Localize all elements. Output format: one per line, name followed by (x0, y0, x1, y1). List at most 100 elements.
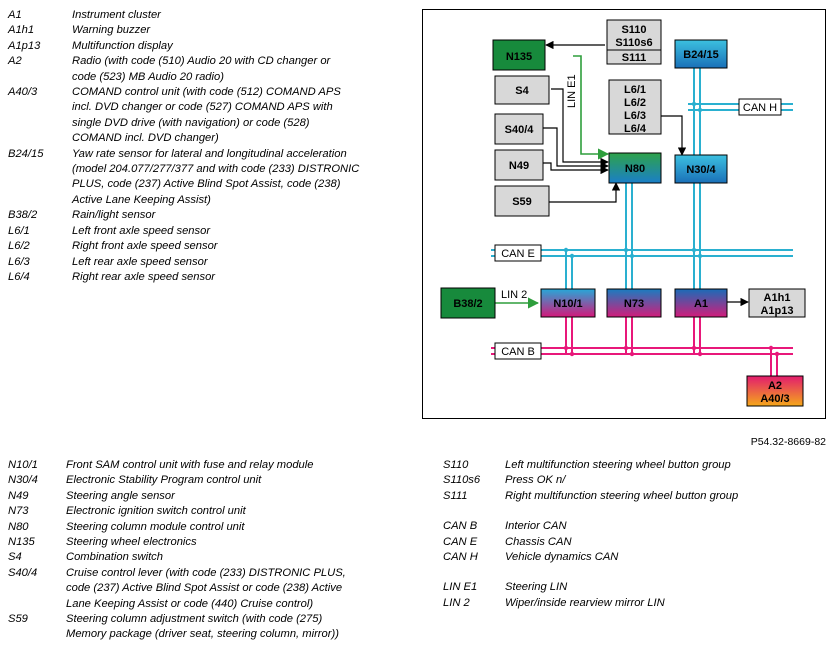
legend-description-line: single DVD drive (with navigation) or co… (72, 116, 310, 129)
svg-text:N80: N80 (625, 163, 645, 175)
legend-description-line: Yaw rate sensor for lateral and longitud… (72, 147, 347, 160)
svg-text:A1: A1 (694, 298, 708, 310)
legend-description-line: Wiper/inside rearview mirror LIN (505, 596, 665, 609)
svg-text:L6/4: L6/4 (624, 123, 647, 135)
svg-text:A1p13: A1p13 (760, 305, 793, 317)
can-e-bus: CAN E (491, 183, 793, 293)
legend-code: L6/4 (8, 270, 30, 283)
node-s110-s111: S110 S110s6 S111 (606, 19, 662, 65)
legend-code: N30/4 (8, 474, 38, 487)
bus-junctions (563, 101, 703, 259)
legend-entry: S40/4 Cruise control lever (with code (23… (8, 566, 388, 612)
node-a1: A1 (674, 288, 728, 318)
svg-text:N10/1: N10/1 (553, 298, 582, 310)
node-s404: S40/4 (494, 113, 544, 145)
legend-description-line: Chassis CAN (505, 535, 572, 548)
svg-text:A2: A2 (768, 380, 782, 392)
legend-description: Radio (with code (510) Audio 20 with CD … (72, 54, 403, 85)
node-b2415: B24/15 (674, 39, 728, 69)
svg-text:B38/2: B38/2 (453, 298, 482, 310)
node-b382: B38/2 (440, 287, 496, 319)
legend-description: Electronic Stability Program control uni… (66, 473, 388, 488)
legend-description: Right front axle speed sensor (72, 239, 403, 254)
legend-code: S110 (443, 459, 469, 471)
legend-description-line: code (237) Active Blind Spot Assist or c… (66, 582, 343, 595)
legend-description: Left multifunction steering wheel button… (505, 458, 828, 473)
legend-description-line: code (523) MB Audio 20 radio) (72, 70, 224, 83)
node-a1h1-a1p13: A1h1 A1p13 (748, 288, 806, 318)
svg-text:L6/1: L6/1 (624, 84, 646, 96)
legend-group-gap (443, 565, 828, 580)
can-h-bus: CAN H (688, 98, 793, 116)
svg-text:A1h1: A1h1 (764, 292, 791, 304)
node-n73: N73 (606, 288, 662, 318)
lin-e1-line: LIN E1 (566, 55, 610, 160)
legend-description: Interior CAN (505, 519, 828, 534)
legend-description-line: COMAND incl. DVD changer) (72, 132, 219, 145)
svg-text:S110s6: S110s6 (615, 37, 652, 49)
svg-text:S110: S110 (621, 24, 646, 36)
legend-description-line: incl. DVD changer or code (527) COMAND A… (72, 101, 333, 114)
lin-2-label: LIN 2 (501, 289, 527, 301)
legend-code: S40/4 (8, 566, 38, 579)
svg-text:N30/4: N30/4 (686, 164, 716, 176)
svg-text:S59: S59 (512, 196, 532, 208)
legend-description-line: (model 204.077/277/377 and with code (23… (72, 163, 360, 176)
legend-description-line: Steering column module control unit (66, 520, 245, 533)
legend-entry: N73 Electronic ignition switch control un… (8, 504, 388, 519)
legend-description: Chassis CAN (505, 535, 828, 550)
legend-description-line: Interior CAN (505, 520, 567, 533)
legend-description: Steering wheel electronics (66, 535, 388, 550)
legend-description-line: Left multifunction steering wheel button… (505, 459, 731, 471)
node-a2-a403: A2 A40/3 (746, 375, 804, 407)
legend-description: Instrument cluster (72, 8, 403, 23)
legend-entry: CAN B Interior CAN (443, 519, 828, 534)
legend-description-line: Front SAM control unit with fuse and rel… (66, 459, 314, 471)
legend-description: Steering angle sensor (66, 489, 388, 504)
legend-code: B24/15 (8, 147, 44, 160)
legend-code: N73 (8, 505, 29, 518)
legend-code: CAN H (443, 551, 478, 564)
svg-text:B24/15: B24/15 (683, 49, 718, 61)
legend-description: Combination switch (66, 550, 388, 565)
can-e-label: CAN E (501, 248, 535, 260)
legend-description: Steering LIN (505, 580, 828, 595)
legend-description-line: COMAND control unit (with code (512) COM… (72, 86, 341, 99)
svg-text:L6/3: L6/3 (624, 110, 646, 122)
legend-description-line: Right front axle speed sensor (72, 240, 218, 253)
legend-description: Press OK n/ (505, 473, 828, 488)
legend-code: N135 (8, 536, 35, 549)
svg-text:N49: N49 (509, 160, 529, 172)
legend-code: N80 (8, 520, 29, 533)
legend-description: Electronic ignition switch control unit (66, 504, 388, 519)
legend-description-line: Radio (with code (510) Audio 20 with CD … (72, 55, 331, 68)
legend-description-line: Right rear axle speed sensor (72, 270, 216, 283)
legend-entry: N135 Steering wheel electronics (8, 535, 388, 550)
legend-entry: N80 Steering column module control unit (8, 520, 388, 535)
legend-code: N10/1 (8, 459, 38, 471)
legend-code: CAN B (443, 520, 478, 533)
legend-description-line: Steering angle sensor (66, 489, 175, 502)
legend-description-line: Vehicle dynamics CAN (505, 551, 619, 564)
legend-code: A1h1 (8, 24, 35, 37)
legend-description: Vehicle dynamics CAN (505, 550, 828, 565)
legend-description: Cruise control lever (with code (233) DI… (66, 566, 388, 612)
legend-description-line: Instrument cluster (72, 9, 161, 21)
legend-entry: CAN H Vehicle dynamics CAN (443, 550, 828, 565)
node-n101: N10/1 (540, 288, 596, 318)
legend-description: Right rear axle speed sensor (72, 270, 403, 285)
node-n49: N49 (494, 149, 544, 181)
legend-code: LIN 2 (443, 596, 470, 609)
legend-description: Rain/light sensor (72, 208, 403, 223)
node-n304: N30/4 (674, 154, 728, 184)
legend-description: Steering column adjustment switch (with … (66, 612, 388, 643)
legend-description: Left rear axle speed sensor (72, 255, 403, 270)
legend-description-line: Steering wheel electronics (66, 536, 197, 549)
legend-description-line: Active Lane Keeping Assist) (72, 193, 211, 206)
